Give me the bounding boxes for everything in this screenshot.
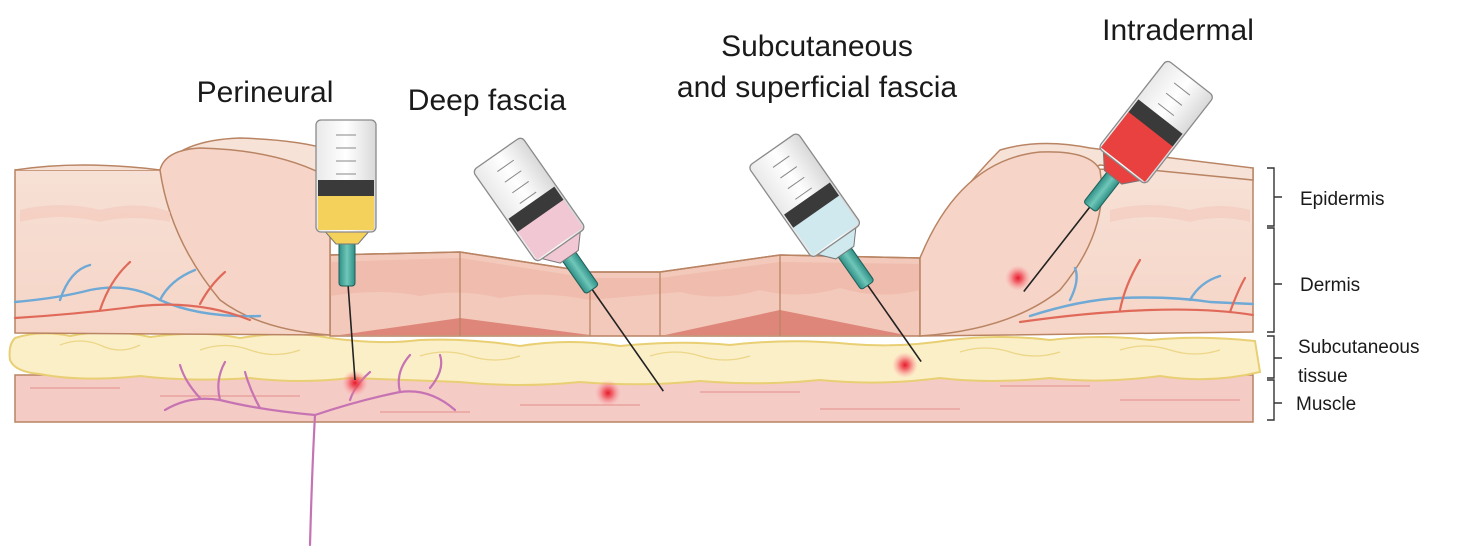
label-subcutaneous-line1: Subcutaneous bbox=[721, 30, 913, 63]
syringe-subcutaneous bbox=[749, 133, 922, 363]
dermis-layer bbox=[14, 137, 1254, 337]
label-intradermal: Intradermal bbox=[1102, 14, 1254, 47]
layer-brackets bbox=[1267, 167, 1282, 421]
label-subcutaneous-tissue-line2: tissue bbox=[1298, 366, 1348, 387]
injection-site-intradermal bbox=[1005, 265, 1031, 291]
syringe-intradermal bbox=[1023, 60, 1213, 293]
syringe-deep-fascia bbox=[473, 137, 664, 392]
label-epidermis: Epidermis bbox=[1300, 189, 1384, 210]
label-muscle: Muscle bbox=[1296, 394, 1356, 415]
label-dermis: Dermis bbox=[1300, 275, 1360, 296]
label-subcutaneous-line2: and superficial fascia bbox=[677, 71, 957, 104]
blood-vessels bbox=[13, 258, 1255, 324]
subcutaneous-fat-layer bbox=[8, 331, 1262, 386]
label-perineural: Perineural bbox=[197, 76, 334, 109]
injection-site-subcutaneous bbox=[892, 352, 918, 378]
nerve bbox=[163, 353, 457, 547]
syringe-perineural bbox=[315, 119, 377, 381]
label-deep-fascia: Deep fascia bbox=[408, 84, 567, 117]
label-subcutaneous-tissue-line1: Subcutaneous bbox=[1298, 337, 1420, 358]
injection-sites bbox=[342, 265, 1031, 406]
injection-site-perineural bbox=[342, 370, 368, 396]
injection-site-deep-fascia bbox=[595, 380, 621, 406]
